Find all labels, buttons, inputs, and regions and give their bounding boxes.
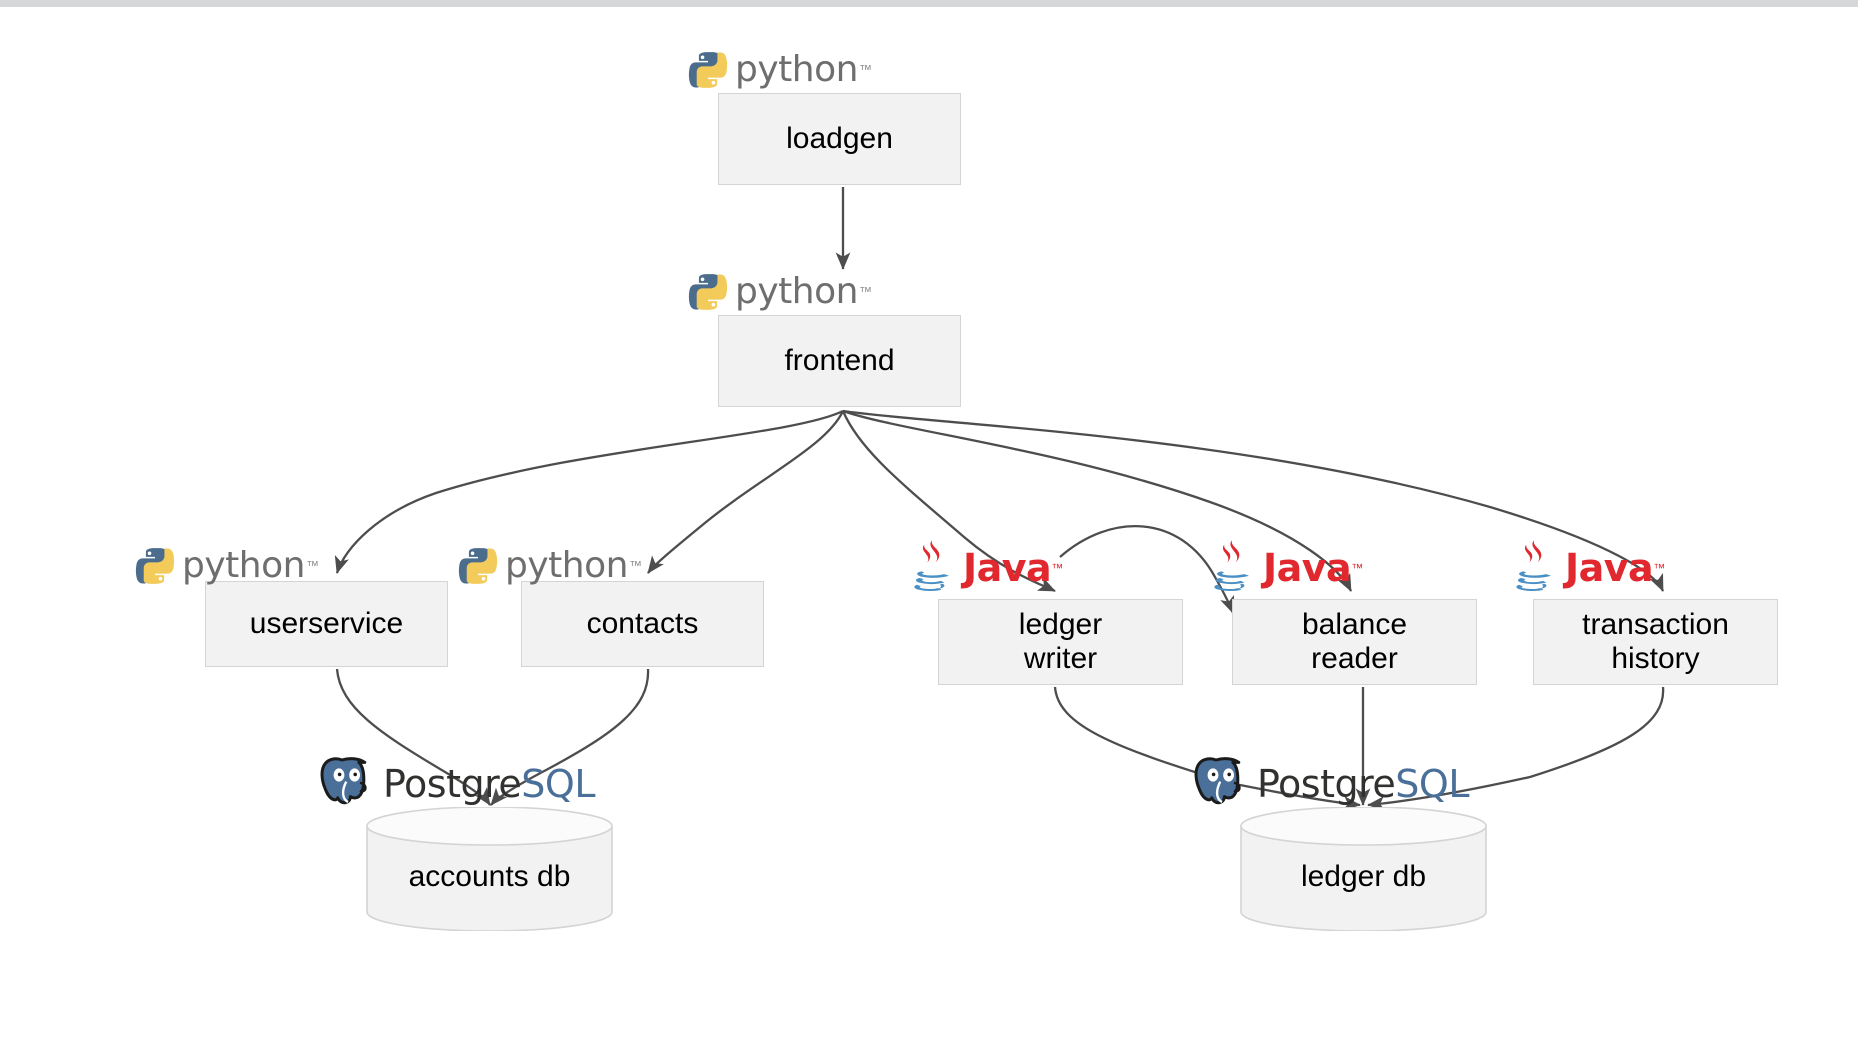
python-wordmark: python — [735, 49, 858, 90]
postgresql-wordmark: PostgreSQL — [1257, 762, 1469, 806]
java-cup-icon — [1516, 540, 1551, 592]
node-loadgen[interactable]: loadgen — [718, 93, 961, 185]
java-wordmark: Java — [1263, 546, 1352, 590]
postgresql-logo-ledgerdb: PostgreSQL — [1192, 755, 1469, 813]
cylinder-shape — [366, 807, 613, 931]
edge-frontend-to-userservice — [334, 409, 844, 574]
node-label: accounts db — [408, 860, 571, 893]
python-snake-icon — [688, 273, 728, 310]
edge-frontend-to-contacts — [647, 410, 845, 574]
python-snake-icon — [458, 547, 498, 584]
python-trademark: ™ — [858, 284, 872, 299]
postgresql-wordmark-blue: SQL — [521, 762, 595, 806]
node-balancereader[interactable]: balance reader — [1232, 599, 1477, 685]
java-trademark: ™ — [1351, 561, 1364, 575]
edge-frontend-to-transactionhistory — [842, 409, 1665, 592]
node-label: ledger writer — [1018, 608, 1103, 675]
node-label: loadgen — [786, 122, 893, 156]
python-wordmark: python — [505, 545, 628, 586]
java-trademark: ™ — [1051, 561, 1064, 575]
postgresql-wordmark-dark: Postgre — [383, 762, 522, 806]
node-label: balance reader — [1301, 608, 1408, 675]
python-wordmark: python — [735, 271, 858, 312]
postgresql-wordmark-blue: SQL — [1395, 762, 1469, 806]
python-trademark: ™ — [628, 558, 642, 573]
edge-ledgerwriter-to-ledgerdb — [1053, 686, 1361, 811]
node-ledgerwriter[interactable]: ledger writer — [938, 599, 1183, 685]
edge-transactionhistory-to-ledgerdb — [1367, 686, 1665, 811]
java-cup-icon — [914, 540, 949, 592]
node-label: ledger db — [1300, 860, 1427, 893]
python-snake-icon — [135, 547, 175, 584]
node-transactionhistory[interactable]: transaction history — [1533, 599, 1778, 685]
edge-frontend-to-ledgerwriter — [841, 410, 1056, 593]
node-accountsdb[interactable]: accounts db — [366, 807, 613, 931]
java-trademark: ™ — [1653, 561, 1666, 575]
node-contacts[interactable]: contacts — [521, 581, 764, 667]
cylinder-shape — [1240, 807, 1487, 931]
python-wordmark: python — [182, 545, 305, 586]
java-wordmark: Java — [963, 546, 1052, 590]
node-label: frontend — [784, 344, 895, 378]
edge-frontend-to-balancereader — [842, 409, 1353, 592]
postgresql-elephant-icon — [320, 757, 367, 805]
browser-top-bar — [0, 0, 1858, 7]
postgresql-wordmark: PostgreSQL — [383, 762, 595, 806]
python-trademark: ™ — [858, 62, 872, 77]
node-userservice[interactable]: userservice — [205, 581, 448, 667]
postgresql-elephant-icon — [1194, 757, 1241, 805]
edge-userservice-to-accountsdb — [335, 668, 491, 806]
node-ledgerdb[interactable]: ledger db — [1240, 807, 1487, 931]
postgresql-wordmark-dark: Postgre — [1257, 762, 1396, 806]
node-label: contacts — [586, 607, 699, 641]
node-label: userservice — [249, 607, 404, 641]
node-label: transaction history — [1582, 608, 1729, 675]
node-frontend[interactable]: frontend — [718, 315, 961, 407]
postgresql-logo-accountsdb: PostgreSQL — [318, 755, 595, 813]
python-snake-icon — [688, 51, 728, 88]
java-cup-icon — [1214, 540, 1249, 592]
python-trademark: ™ — [305, 558, 319, 573]
java-wordmark: Java — [1565, 546, 1654, 590]
edge-contacts-to-accountsdb — [490, 668, 650, 806]
